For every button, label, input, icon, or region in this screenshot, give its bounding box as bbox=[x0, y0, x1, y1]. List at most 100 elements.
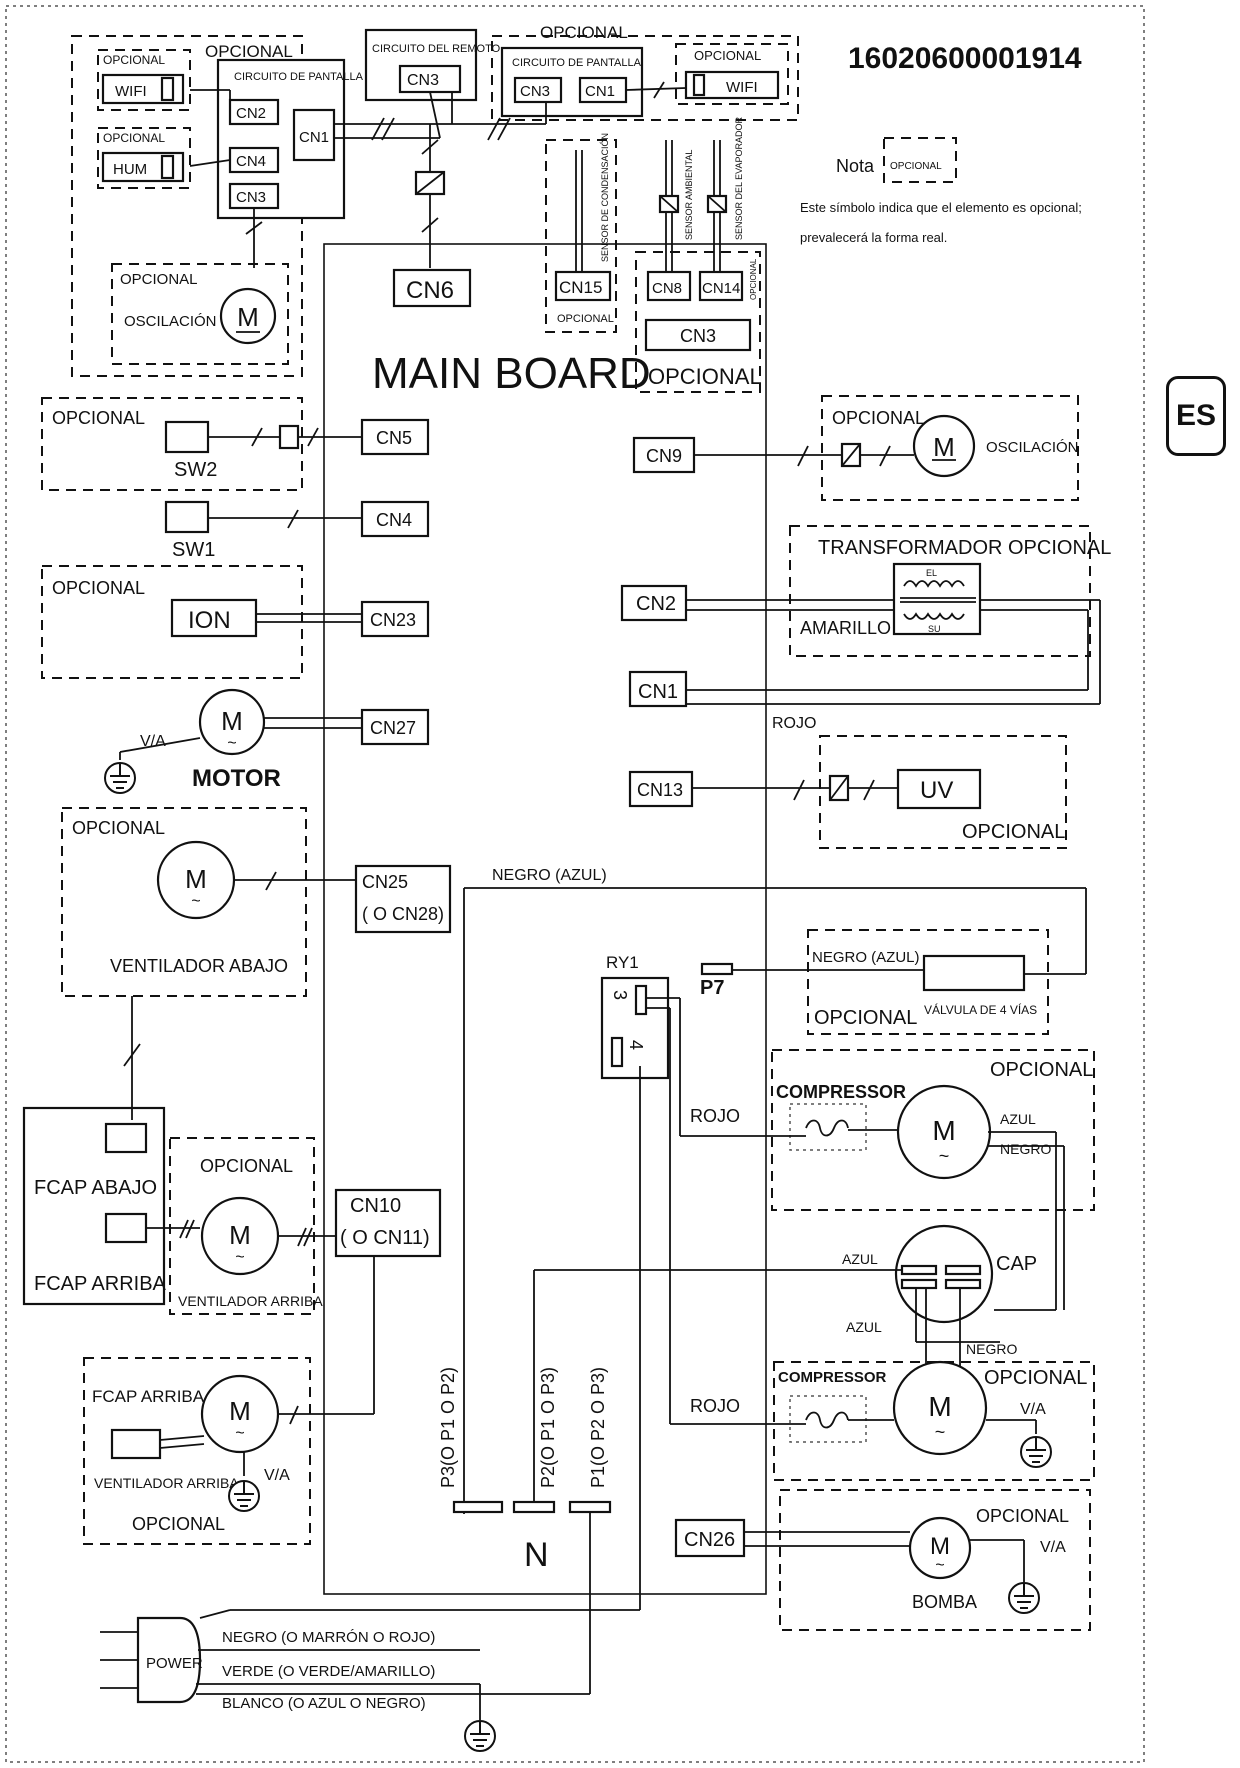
connector-cn27: CN27 bbox=[370, 718, 416, 738]
ion-label: ION bbox=[188, 607, 231, 634]
connector-cn6 bbox=[392, 268, 472, 308]
connector-cn8: CN8 bbox=[652, 280, 682, 297]
ground-icon bbox=[104, 762, 136, 794]
optional-label: OPCIONAL bbox=[962, 821, 1065, 843]
connector-cn1: CN1 bbox=[585, 83, 615, 100]
remote-circuit-label: CIRCUITO DEL REMOTO bbox=[372, 43, 501, 55]
four-way-valve bbox=[922, 954, 1026, 992]
ground-icon bbox=[1008, 1582, 1040, 1614]
optional-label: OPCIONAL bbox=[749, 258, 758, 300]
fan-up-label: VENTILADOR ARRIBA bbox=[94, 1475, 239, 1491]
fan-down-label: VENTILADOR ABAJO bbox=[110, 956, 288, 976]
fan-up-alt-motor bbox=[200, 1374, 280, 1454]
svg-text:~: ~ bbox=[191, 893, 200, 910]
uv-group: CN13 UV OPCIONAL bbox=[628, 735, 1067, 849]
optional-label: OPCIONAL bbox=[540, 23, 628, 42]
pump-group: CN26 M ~ BOMBA OPCIONAL V/A bbox=[674, 1489, 1091, 1631]
note-legend: Nota OPCIONAL Este símbolo indica que el… bbox=[800, 137, 1082, 245]
optional-label: OPCIONAL bbox=[814, 1007, 917, 1029]
fan-up-group: OPCIONAL M ~ VENTILADOR ARRIBA CN10 ( O … bbox=[169, 1137, 442, 1415]
wifi-label: WIFI bbox=[115, 83, 147, 100]
svg-text:~: ~ bbox=[939, 1146, 950, 1166]
svg-text:~: ~ bbox=[235, 1249, 244, 1266]
motor-symbol: M bbox=[928, 1391, 951, 1422]
motor-symbol: M bbox=[933, 432, 955, 462]
sw1-label: SW1 bbox=[172, 539, 215, 561]
optional-label: OPCIONAL bbox=[120, 271, 198, 288]
svg-text:~: ~ bbox=[235, 1425, 244, 1442]
optional-label: OPCIONAL bbox=[984, 1367, 1087, 1389]
motor-group: M ~ MOTOR V/A CN27 bbox=[104, 688, 430, 794]
black-label: NEGRO bbox=[1000, 1141, 1051, 1157]
relay-ry1: RY1 3 4 bbox=[600, 953, 681, 1610]
va-label: V/A bbox=[1040, 1539, 1066, 1556]
oscillation-motor bbox=[219, 287, 277, 345]
black-blue-label: NEGRO (AZUL) bbox=[492, 867, 607, 884]
power-label: POWER bbox=[146, 1655, 203, 1672]
red-label: ROJO bbox=[690, 1106, 740, 1126]
terminal-n-label: N bbox=[524, 1536, 549, 1574]
sensor-ambient-label: SENSOR AMBIENTAL bbox=[684, 150, 694, 240]
page-frame bbox=[5, 5, 1145, 1763]
terminal-p1-label: P1(O P2 O P3) bbox=[588, 1367, 608, 1488]
motor-symbol: M bbox=[221, 706, 243, 736]
connector-cn13: CN13 bbox=[637, 780, 683, 800]
power-plug-group: POWER NEGRO (O MARRÓN O ROJO) VERDE (O V… bbox=[100, 1609, 640, 1752]
oscillation-label: OSCILACIÓN bbox=[124, 313, 217, 330]
optional-label: OPCIONAL bbox=[694, 48, 761, 63]
svg-text:~: ~ bbox=[227, 735, 236, 752]
sw1-switch bbox=[164, 500, 210, 534]
motor-symbol: M bbox=[930, 1533, 950, 1560]
connector-cn15: CN15 bbox=[559, 278, 602, 297]
terminals-group: P3(O P1 O P2) P2(O P1 O P3) P1(O P2 O P3… bbox=[438, 1367, 612, 1694]
power-plug bbox=[136, 1616, 202, 1704]
power-black-label: NEGRO (O MARRÓN O ROJO) bbox=[222, 1629, 435, 1646]
optional-label: OPCIONAL bbox=[52, 578, 145, 598]
yellow-label: AMARILLO bbox=[800, 618, 891, 638]
p7-label: P7 bbox=[700, 977, 724, 999]
black-label: NEGRO bbox=[966, 1341, 1017, 1357]
optional-label: OPCIONAL bbox=[103, 131, 165, 145]
connector-cn10: CN10 bbox=[350, 1195, 401, 1217]
language-badge: ES bbox=[1166, 376, 1226, 456]
oscillation-motor bbox=[912, 414, 976, 478]
blue-label: AZUL bbox=[842, 1251, 878, 1267]
terminal-p2-label: P2(O P1 O P3) bbox=[538, 1367, 558, 1488]
optional-label: OPCIONAL bbox=[72, 818, 165, 838]
connector-cn3: CN3 bbox=[407, 72, 439, 89]
sensor-evaporator-label: SENSOR DEL EVAPORADOR bbox=[734, 116, 744, 240]
connector-cn23: CN23 bbox=[370, 610, 416, 630]
fcap-down-label: FCAP ABAJO bbox=[34, 1177, 157, 1199]
compressor-2-group: COMPRESSOR OPCIONAL M ~ ROJO V/A bbox=[670, 1360, 1095, 1481]
va-label: V/A bbox=[264, 1467, 290, 1484]
transformer bbox=[892, 562, 982, 636]
motor-label: MOTOR bbox=[192, 765, 281, 792]
transformer-group: TRANSFORMADOR OPCIONAL EL SU AMARILLO CN… bbox=[620, 525, 1111, 732]
ry1-pin4: 4 bbox=[626, 1040, 646, 1050]
motor-symbol: M bbox=[237, 302, 259, 332]
optional-label: OPCIONAL bbox=[205, 42, 293, 61]
main-board bbox=[323, 243, 767, 1595]
connector-cn3: CN3 bbox=[520, 83, 550, 100]
compressor-1-group: COMPRESSOR OPCIONAL M ~ ROJO AZUL NEGRO bbox=[680, 1049, 1095, 1311]
ion-group: OPCIONAL ION CN23 bbox=[41, 565, 430, 679]
connector-cn9: CN9 bbox=[646, 446, 682, 466]
compressor-label: COMPRESSOR bbox=[778, 1369, 887, 1386]
four-way-valve-group: NEGRO (AZUL) VÁLVULA DE 4 VÍAS OPCIONAL … bbox=[700, 929, 1049, 1035]
optional-label: OPCIONAL bbox=[132, 1514, 225, 1534]
connector-cn2: CN2 bbox=[636, 593, 676, 615]
red-label: ROJO bbox=[772, 715, 816, 732]
valve-label: VÁLVULA DE 4 VÍAS bbox=[924, 1002, 1037, 1017]
note-line2: prevalecerá la forma real. bbox=[800, 230, 947, 245]
ground-icon bbox=[1020, 1436, 1052, 1468]
optional-label: OPCIONAL bbox=[52, 408, 145, 428]
va-label: V/A bbox=[1020, 1401, 1046, 1418]
svg-text:~: ~ bbox=[935, 1422, 946, 1442]
fcap-group: FCAP ABAJO FCAP ARRIBA bbox=[22, 1106, 200, 1306]
pump-label: BOMBA bbox=[912, 1592, 977, 1612]
oscillation-label: OSCILACIÓN bbox=[986, 439, 1079, 456]
sw2-label: SW2 bbox=[174, 459, 217, 481]
note-label: Nota bbox=[836, 156, 875, 176]
optional-label: OPCIONAL bbox=[976, 1506, 1069, 1526]
